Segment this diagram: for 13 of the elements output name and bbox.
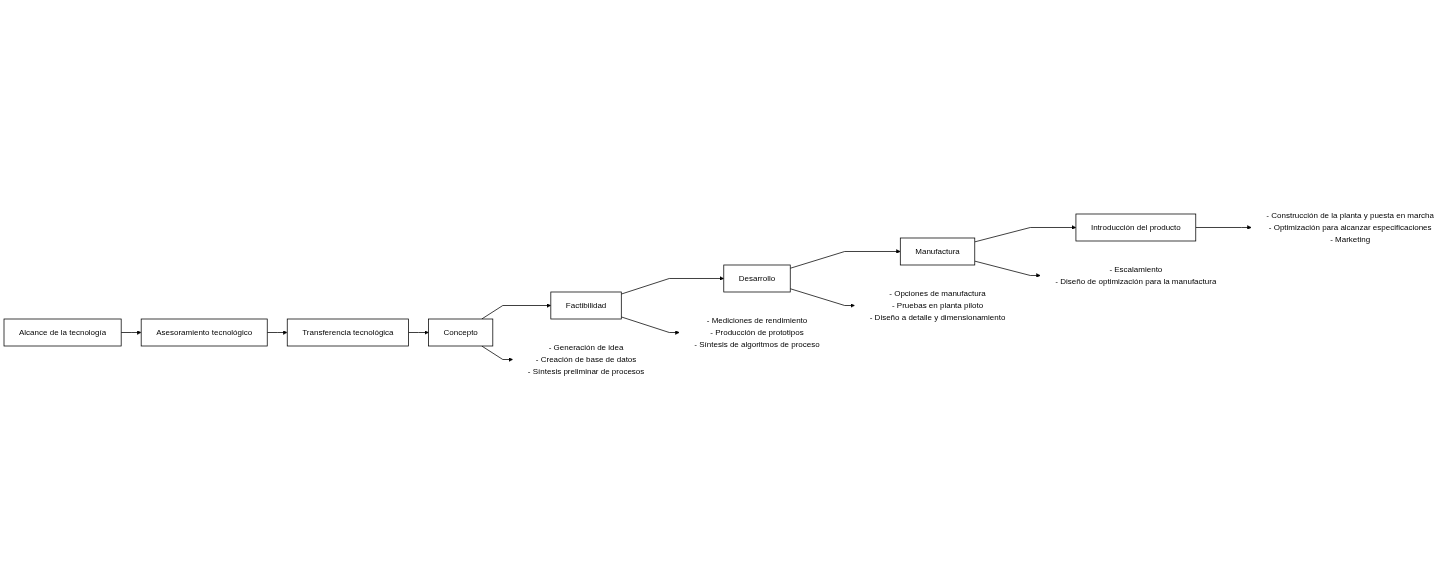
node-box: Asesoramiento tecnológico	[140, 318, 268, 347]
node-box: Manufactura	[899, 237, 976, 266]
node-text: - Opciones de manufactura - Pruebas en planta piloto - Diseño a detalle y dimensionamiento	[869, 289, 1006, 322]
node-box: Transferencia tecnológica	[286, 318, 409, 347]
node-box: Alcance de la tecnología	[3, 318, 122, 347]
node-text: - Escalamiento - Diseño de optimización para la manufactura	[1055, 265, 1217, 286]
node-text: - Mediciones de rendimiento - Producción de prototipos - Síntesis de algoritmos de proceso	[694, 316, 820, 349]
node-box: Concepto	[428, 318, 494, 347]
node-box: Introducción del producto	[1075, 213, 1197, 242]
node-box: Factibilidad	[550, 291, 622, 320]
node-box: Desarrollo	[723, 264, 791, 293]
node-text: - Construcción de la planta y puesta en marcha - Optimización para alcanzar especificaciones - Marketing	[1266, 211, 1434, 244]
node-text: - Generación de idea - Creación de base de datos - Síntesis preliminar de procesos	[527, 343, 645, 376]
